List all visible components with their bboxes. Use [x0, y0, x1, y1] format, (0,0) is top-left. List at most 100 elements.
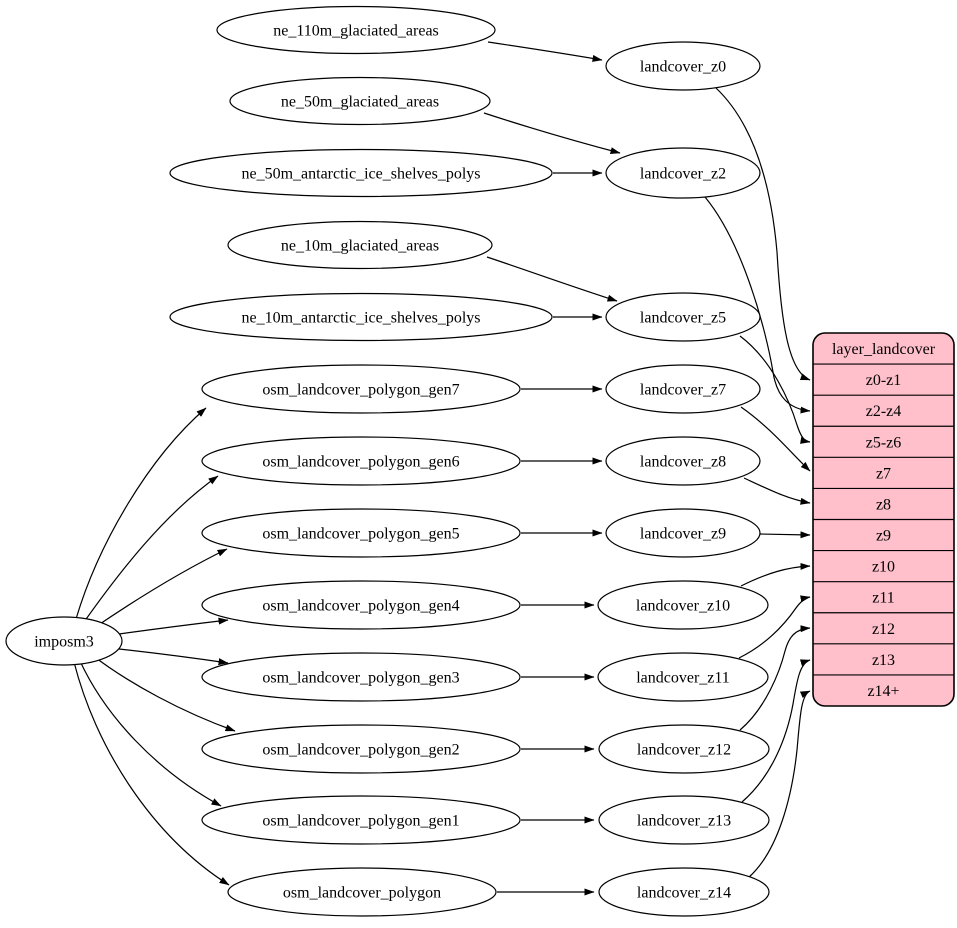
node-label-ne_110m_glaciated_areas: ne_110m_glaciated_areas [273, 23, 439, 40]
table-row-z0-z1: z0-z1 [866, 372, 902, 389]
table-row-z14+: z14+ [867, 683, 899, 700]
node-ne_10m_glaciated_areas: ne_10m_glaciated_areas [227, 220, 493, 270]
node-ellipse-landcover_z14 [598, 867, 770, 917]
edge-landcover_z10-to-layer_landcover-z10 [740, 562, 811, 587]
node-landcover_z0: landcover_z0 [605, 41, 761, 91]
node-ellipse-ne_10m_glaciated_areas [227, 220, 493, 270]
node-osm_landcover_polygon_gen4: osm_landcover_polygon_gen4 [201, 580, 521, 630]
node-landcover_z11: landcover_z11 [597, 652, 769, 702]
node-osm_landcover_polygon_gen6: osm_landcover_polygon_gen6 [201, 436, 521, 486]
node-label-osm_landcover_polygon_gen2: osm_landcover_polygon_gen2 [262, 742, 459, 759]
node-label-osm_landcover_polygon_gen3: osm_landcover_polygon_gen3 [262, 670, 459, 687]
node-ellipse-landcover_z11 [597, 652, 769, 702]
edge-imposm3-to-osm_landcover_polygon_gen7 [75, 407, 207, 620]
node-ellipse-ne_50m_antarctic_ice_shelves_polys [169, 148, 553, 198]
node-ne_10m_antarctic_ice_shelves_polys: ne_10m_antarctic_ice_shelves_polys [169, 292, 553, 342]
table-row-z5-z6: z5-z6 [866, 434, 902, 451]
edge-landcover_z12-to-layer_landcover-z12 [739, 625, 811, 731]
table-layer_landcover: layer_landcoverz0-z1z2-z4z5-z6z7z8z9z10z… [812, 332, 955, 707]
node-label-osm_landcover_polygon_gen5: osm_landcover_polygon_gen5 [262, 526, 459, 543]
edge-imposm3-to-osm_landcover_polygon_gen4 [118, 617, 229, 635]
node-ellipse-imposm3 [5, 616, 123, 666]
node-label-ne_50m_glaciated_areas: ne_50m_glaciated_areas [281, 94, 439, 111]
node-landcover_z14: landcover_z14 [598, 867, 770, 917]
table-row-z10: z10 [872, 559, 895, 576]
node-osm_landcover_polygon_gen5: osm_landcover_polygon_gen5 [201, 508, 521, 558]
node-ellipse-osm_landcover_polygon [227, 867, 497, 917]
edge-imposm3-to-osm_landcover_polygon_gen1 [79, 660, 222, 807]
node-ellipse-osm_landcover_polygon_gen7 [201, 364, 521, 414]
table-row-z8: z8 [876, 496, 891, 513]
node-label-landcover_z12: landcover_z12 [637, 742, 731, 759]
node-landcover_z7: landcover_z7 [605, 364, 761, 414]
edge-landcover_z11-to-layer_landcover-z11 [738, 595, 811, 659]
edge-imposm3-to-osm_landcover_polygon_gen6 [83, 475, 219, 623]
node-label-osm_landcover_polygon_gen1: osm_landcover_polygon_gen1 [262, 813, 459, 830]
node-ellipse-osm_landcover_polygon_gen4 [201, 580, 521, 630]
table-row-z2-z4: z2-z4 [866, 403, 902, 420]
node-ellipse-landcover_z13 [598, 795, 770, 845]
nodes: imposm3 ne_110m_glaciated_areas ne_50m_gla… [5, 5, 770, 917]
node-label-landcover_z7: landcover_z7 [640, 382, 726, 399]
node-ellipse-landcover_z9 [605, 508, 761, 558]
node-landcover_z13: landcover_z13 [598, 795, 770, 845]
node-label-ne_50m_antarctic_ice_shelves_polys: ne_50m_antarctic_ice_shelves_polys [241, 166, 480, 183]
node-ellipse-ne_50m_glaciated_areas [229, 76, 491, 126]
edge-landcover_z7-to-layer_landcover-z7 [740, 406, 811, 472]
edge-ne_10m_glaciated_areas-to-landcover_z5 [486, 256, 618, 302]
node-ellipse-landcover_z8 [605, 436, 761, 486]
edge-imposm3-to-osm_landcover_polygon_gen5 [93, 548, 228, 629]
edge-ne_50m_glaciated_areas-to-landcover_z2 [483, 112, 621, 154]
node-ellipse-landcover_z12 [598, 724, 770, 774]
edge-ne_110m_glaciated_areas-to-landcover_z0 [487, 41, 603, 62]
edge-landcover_z13-to-layer_landcover-z13 [741, 659, 811, 803]
node-landcover_z5: landcover_z5 [605, 292, 761, 342]
node-label-landcover_z8: landcover_z8 [640, 454, 726, 471]
node-ne_110m_glaciated_areas: ne_110m_glaciated_areas [216, 5, 496, 55]
node-osm_landcover_polygon_gen2: osm_landcover_polygon_gen2 [201, 724, 521, 774]
node-label-landcover_z9: landcover_z9 [640, 526, 726, 543]
node-label-landcover_z10: landcover_z10 [636, 598, 730, 615]
node-ne_50m_antarctic_ice_shelves_polys: ne_50m_antarctic_ice_shelves_polys [169, 148, 553, 198]
node-label-landcover_z0: landcover_z0 [640, 59, 726, 76]
node-ellipse-ne_110m_glaciated_areas [216, 5, 496, 55]
node-landcover_z10: landcover_z10 [597, 580, 769, 630]
node-ellipse-landcover_z10 [597, 580, 769, 630]
table-row-z7: z7 [876, 465, 891, 482]
node-label-ne_10m_antarctic_ice_shelves_polys: ne_10m_antarctic_ice_shelves_polys [241, 310, 480, 327]
node-ellipse-landcover_z0 [605, 41, 761, 91]
node-label-osm_landcover_polygon_gen4: osm_landcover_polygon_gen4 [262, 598, 459, 615]
node-osm_landcover_polygon_gen1: osm_landcover_polygon_gen1 [201, 795, 521, 845]
table-row-z12: z12 [872, 621, 895, 638]
node-label-landcover_z11: landcover_z11 [636, 670, 730, 687]
table-title: layer_landcover [832, 341, 936, 358]
node-label-landcover_z14: landcover_z14 [637, 885, 731, 902]
edge-landcover_z8-to-layer_landcover-z8 [743, 477, 811, 505]
node-ellipse-landcover_z2 [605, 147, 761, 199]
node-landcover_z2: landcover_z2 [605, 147, 761, 199]
node-ellipse-landcover_z7 [605, 364, 761, 414]
node-label-osm_landcover_polygon_gen6: osm_landcover_polygon_gen6 [262, 454, 459, 471]
edge-imposm3-to-osm_landcover_polygon_gen2 [91, 654, 236, 732]
node-ellipse-osm_landcover_polygon_gen2 [201, 724, 521, 774]
node-ne_50m_glaciated_areas: ne_50m_glaciated_areas [229, 76, 491, 126]
node-label-landcover_z5: landcover_z5 [640, 310, 726, 327]
table-row-z13: z13 [872, 652, 895, 669]
edge-landcover_z5-to-layer_landcover-z5-z6 [739, 335, 811, 444]
edges [73, 41, 811, 896]
node-label-landcover_z2: landcover_z2 [640, 166, 726, 183]
node-landcover_z8: landcover_z8 [605, 436, 761, 486]
node-ellipse-osm_landcover_polygon_gen5 [201, 508, 521, 558]
node-osm_landcover_polygon_gen7: osm_landcover_polygon_gen7 [201, 364, 521, 414]
node-osm_landcover_polygon_gen3: osm_landcover_polygon_gen3 [201, 652, 521, 702]
node-ellipse-landcover_z5 [605, 292, 761, 342]
edge-imposm3-to-osm_landcover_polygon_gen3 [118, 648, 229, 666]
edge-landcover_z0-to-layer_landcover-z0-z1 [715, 87, 811, 381]
node-landcover_z9: landcover_z9 [605, 508, 761, 558]
node-label-osm_landcover_polygon_gen7: osm_landcover_polygon_gen7 [262, 382, 459, 399]
node-imposm3: imposm3 [5, 616, 123, 666]
edge-imposm3-to-osm_landcover_polygon [73, 661, 230, 886]
node-ellipse-osm_landcover_polygon_gen3 [201, 652, 521, 702]
